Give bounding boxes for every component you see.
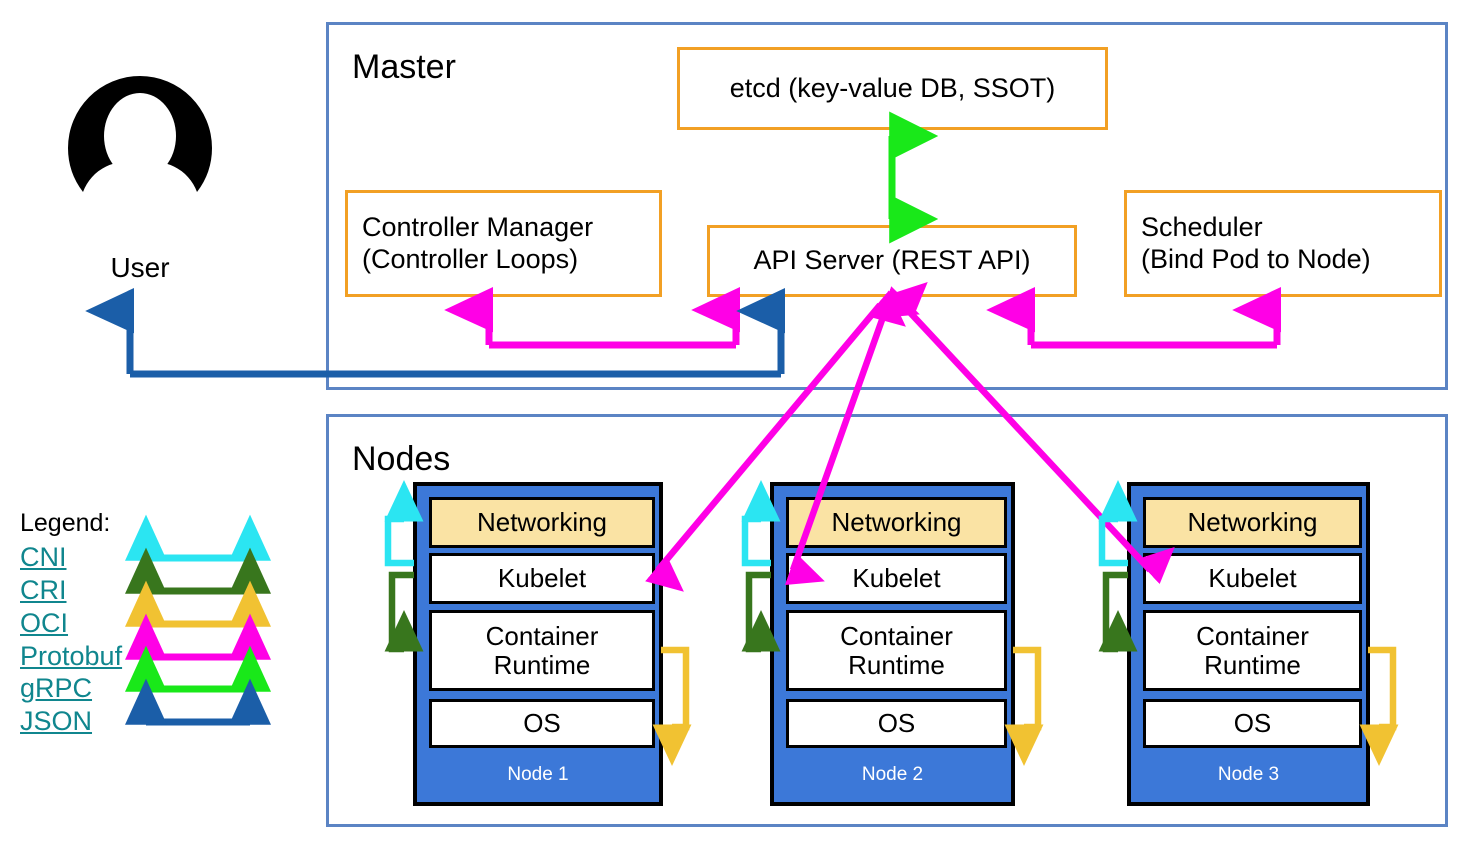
scheduler-box[interactable]: Scheduler (Bind Pod to Node) [1124,190,1442,297]
node-3-label: Node 3 [1217,764,1280,785]
node-2-runtime-line1: Container [840,620,953,651]
node-1-container-runtime[interactable]: Container Runtime [429,610,655,691]
node-3-os-label: OS [1233,708,1272,739]
controller-manager-line2: (Controller Loops) [362,243,579,274]
legend-item-cni[interactable]: CNI [20,542,67,572]
nodes-title: Nodes [352,440,451,478]
node-3[interactable]: Networking Kubelet Container Runtime OS … [1127,482,1370,806]
legend-item-oci[interactable]: OCI [20,608,69,638]
node-1-kubelet-label: Kubelet [497,563,587,594]
node-1-runtime-line1: Container [485,620,599,651]
scheduler-line1: Scheduler [1141,211,1263,242]
node-3-kubelet-label: Kubelet [1208,563,1297,594]
node-3-kubelet[interactable]: Kubelet [1143,553,1362,604]
api-server-box[interactable]: API Server (REST API) [707,225,1077,297]
node-1-runtime-line2: Runtime [493,649,591,680]
node-2-label: Node 2 [861,764,924,785]
node-3-networking-label: Networking [1187,507,1318,538]
node-3-networking[interactable]: Networking [1143,497,1362,548]
legend-item-grpc[interactable]: gRPC [20,673,93,703]
node-1-kubelet[interactable]: Kubelet [429,553,655,604]
legend-title: Legend: [20,509,111,537]
legend-item-protobuf[interactable]: Protobuf [20,641,123,671]
node-3-os[interactable]: OS [1143,699,1362,748]
scheduler-line2: (Bind Pod to Node) [1141,243,1371,274]
node-2-os-label: OS [877,708,916,739]
node-1[interactable]: Networking Kubelet Container Runtime OS … [413,482,663,806]
etcd-label: etcd (key-value DB, SSOT) [729,72,1056,103]
node-2-kubelet-label: Kubelet [852,563,941,594]
node-2[interactable]: Networking Kubelet Container Runtime OS … [770,482,1015,806]
node-2-kubelet[interactable]: Kubelet [786,553,1007,604]
master-title: Master [352,48,456,86]
node-3-runtime-line2: Runtime [1204,649,1301,680]
controller-manager-box[interactable]: Controller Manager (Controller Loops) [345,190,662,297]
node-2-networking-label: Networking [831,507,962,538]
node-3-container-runtime[interactable]: Container Runtime [1143,610,1362,691]
node-2-runtime-line2: Runtime [848,649,945,680]
node-1-networking[interactable]: Networking [429,497,655,548]
api-server-label: API Server (REST API) [753,245,1031,276]
node-1-os[interactable]: OS [429,699,655,748]
legend-item-cri[interactable]: CRI [20,575,67,605]
user-label: User [110,252,170,283]
node-1-networking-label: Networking [476,507,608,538]
etcd-box[interactable]: etcd (key-value DB, SSOT) [677,47,1108,130]
node-2-container-runtime[interactable]: Container Runtime [786,610,1007,691]
legend-item-json[interactable]: JSON [20,706,93,736]
node-2-os[interactable]: OS [786,699,1007,748]
controller-manager-line1: Controller Manager [362,211,594,242]
node-3-runtime-line1: Container [1196,620,1309,651]
node-1-label: Node 1 [507,764,569,785]
node-2-networking[interactable]: Networking [786,497,1007,548]
node-1-os-label: OS [523,708,561,739]
user-avatar-icon [68,76,212,192]
